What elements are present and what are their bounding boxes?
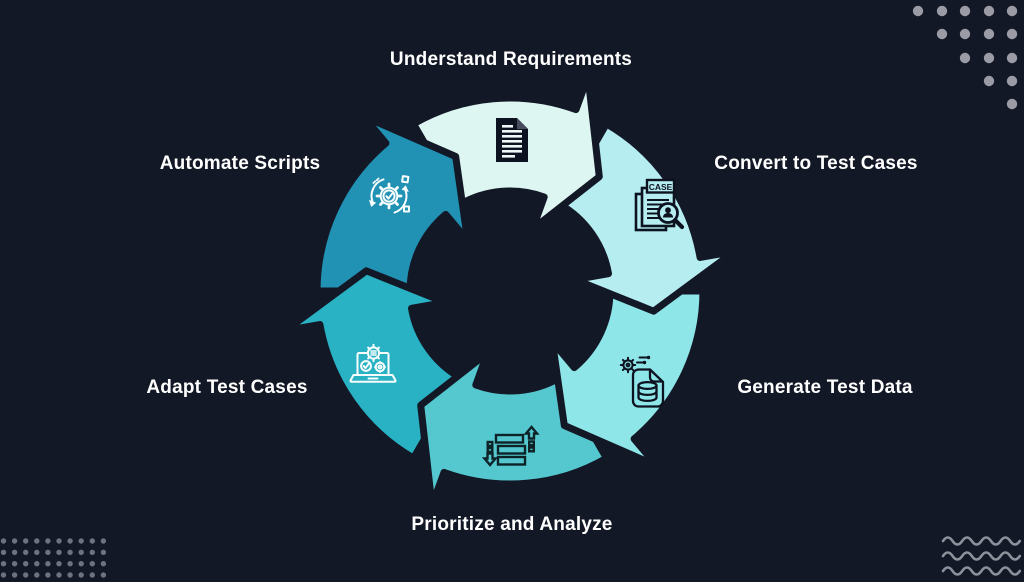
process-cycle-diagram: CASE [254, 35, 766, 547]
automation-gear-icon [369, 175, 410, 214]
step-label-automate-scripts: Automate Scripts [159, 153, 321, 174]
gear-small-icon [619, 356, 637, 374]
up-arrow-icon [523, 425, 540, 440]
corner-dots-bottom-left [0, 538, 107, 578]
database-file-icon [619, 355, 665, 408]
corner-dots-top-right [912, 5, 1018, 110]
step-label-prioritize-and-analyze: Prioritize and Analyze [411, 514, 613, 535]
step-label-adapt-test-cases: Adapt Test Cases [146, 377, 308, 398]
data-flow-dots [636, 355, 651, 365]
priority-list-icon [481, 425, 540, 467]
step-label-generate-test-data: Generate Test Data [737, 377, 913, 398]
step-label-convert-to-test-cases: Convert to Test Cases [714, 153, 918, 174]
case-icon-label: CASE [649, 182, 673, 192]
step-label-understand-requirements: Understand Requirements [389, 49, 633, 70]
down-arrow-icon [481, 452, 499, 467]
document-icon [496, 118, 528, 162]
laptop-check-icon [349, 343, 397, 383]
waves-bottom-right [941, 536, 1022, 576]
gear-on-screen-icon [364, 343, 383, 363]
test-case-search-icon: CASE [634, 178, 685, 232]
